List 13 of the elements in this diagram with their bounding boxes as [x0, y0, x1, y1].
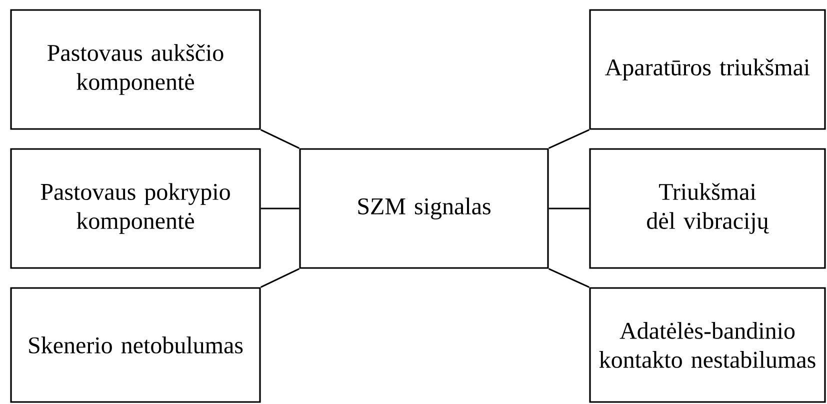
component-box: Skenerio netobulumas [10, 287, 261, 403]
component-box: Aparatūros triukšmai [589, 9, 826, 130]
connector-line [260, 268, 300, 288]
connector-line [548, 129, 590, 149]
component-box: Pastovaus aukščio komponentė [10, 9, 261, 130]
component-box: Adatėlės-bandinio kontakto nestabilumas [589, 287, 826, 403]
connector-line [260, 129, 300, 149]
component-box: Triukšmai dėl vibracijų [589, 148, 826, 269]
component-box: Pastovaus pokrypio komponentė [10, 148, 261, 269]
signal-box: SZM signalas [299, 148, 549, 269]
connector-line [548, 268, 590, 288]
connector-line [260, 208, 300, 210]
connector-line [548, 208, 590, 210]
